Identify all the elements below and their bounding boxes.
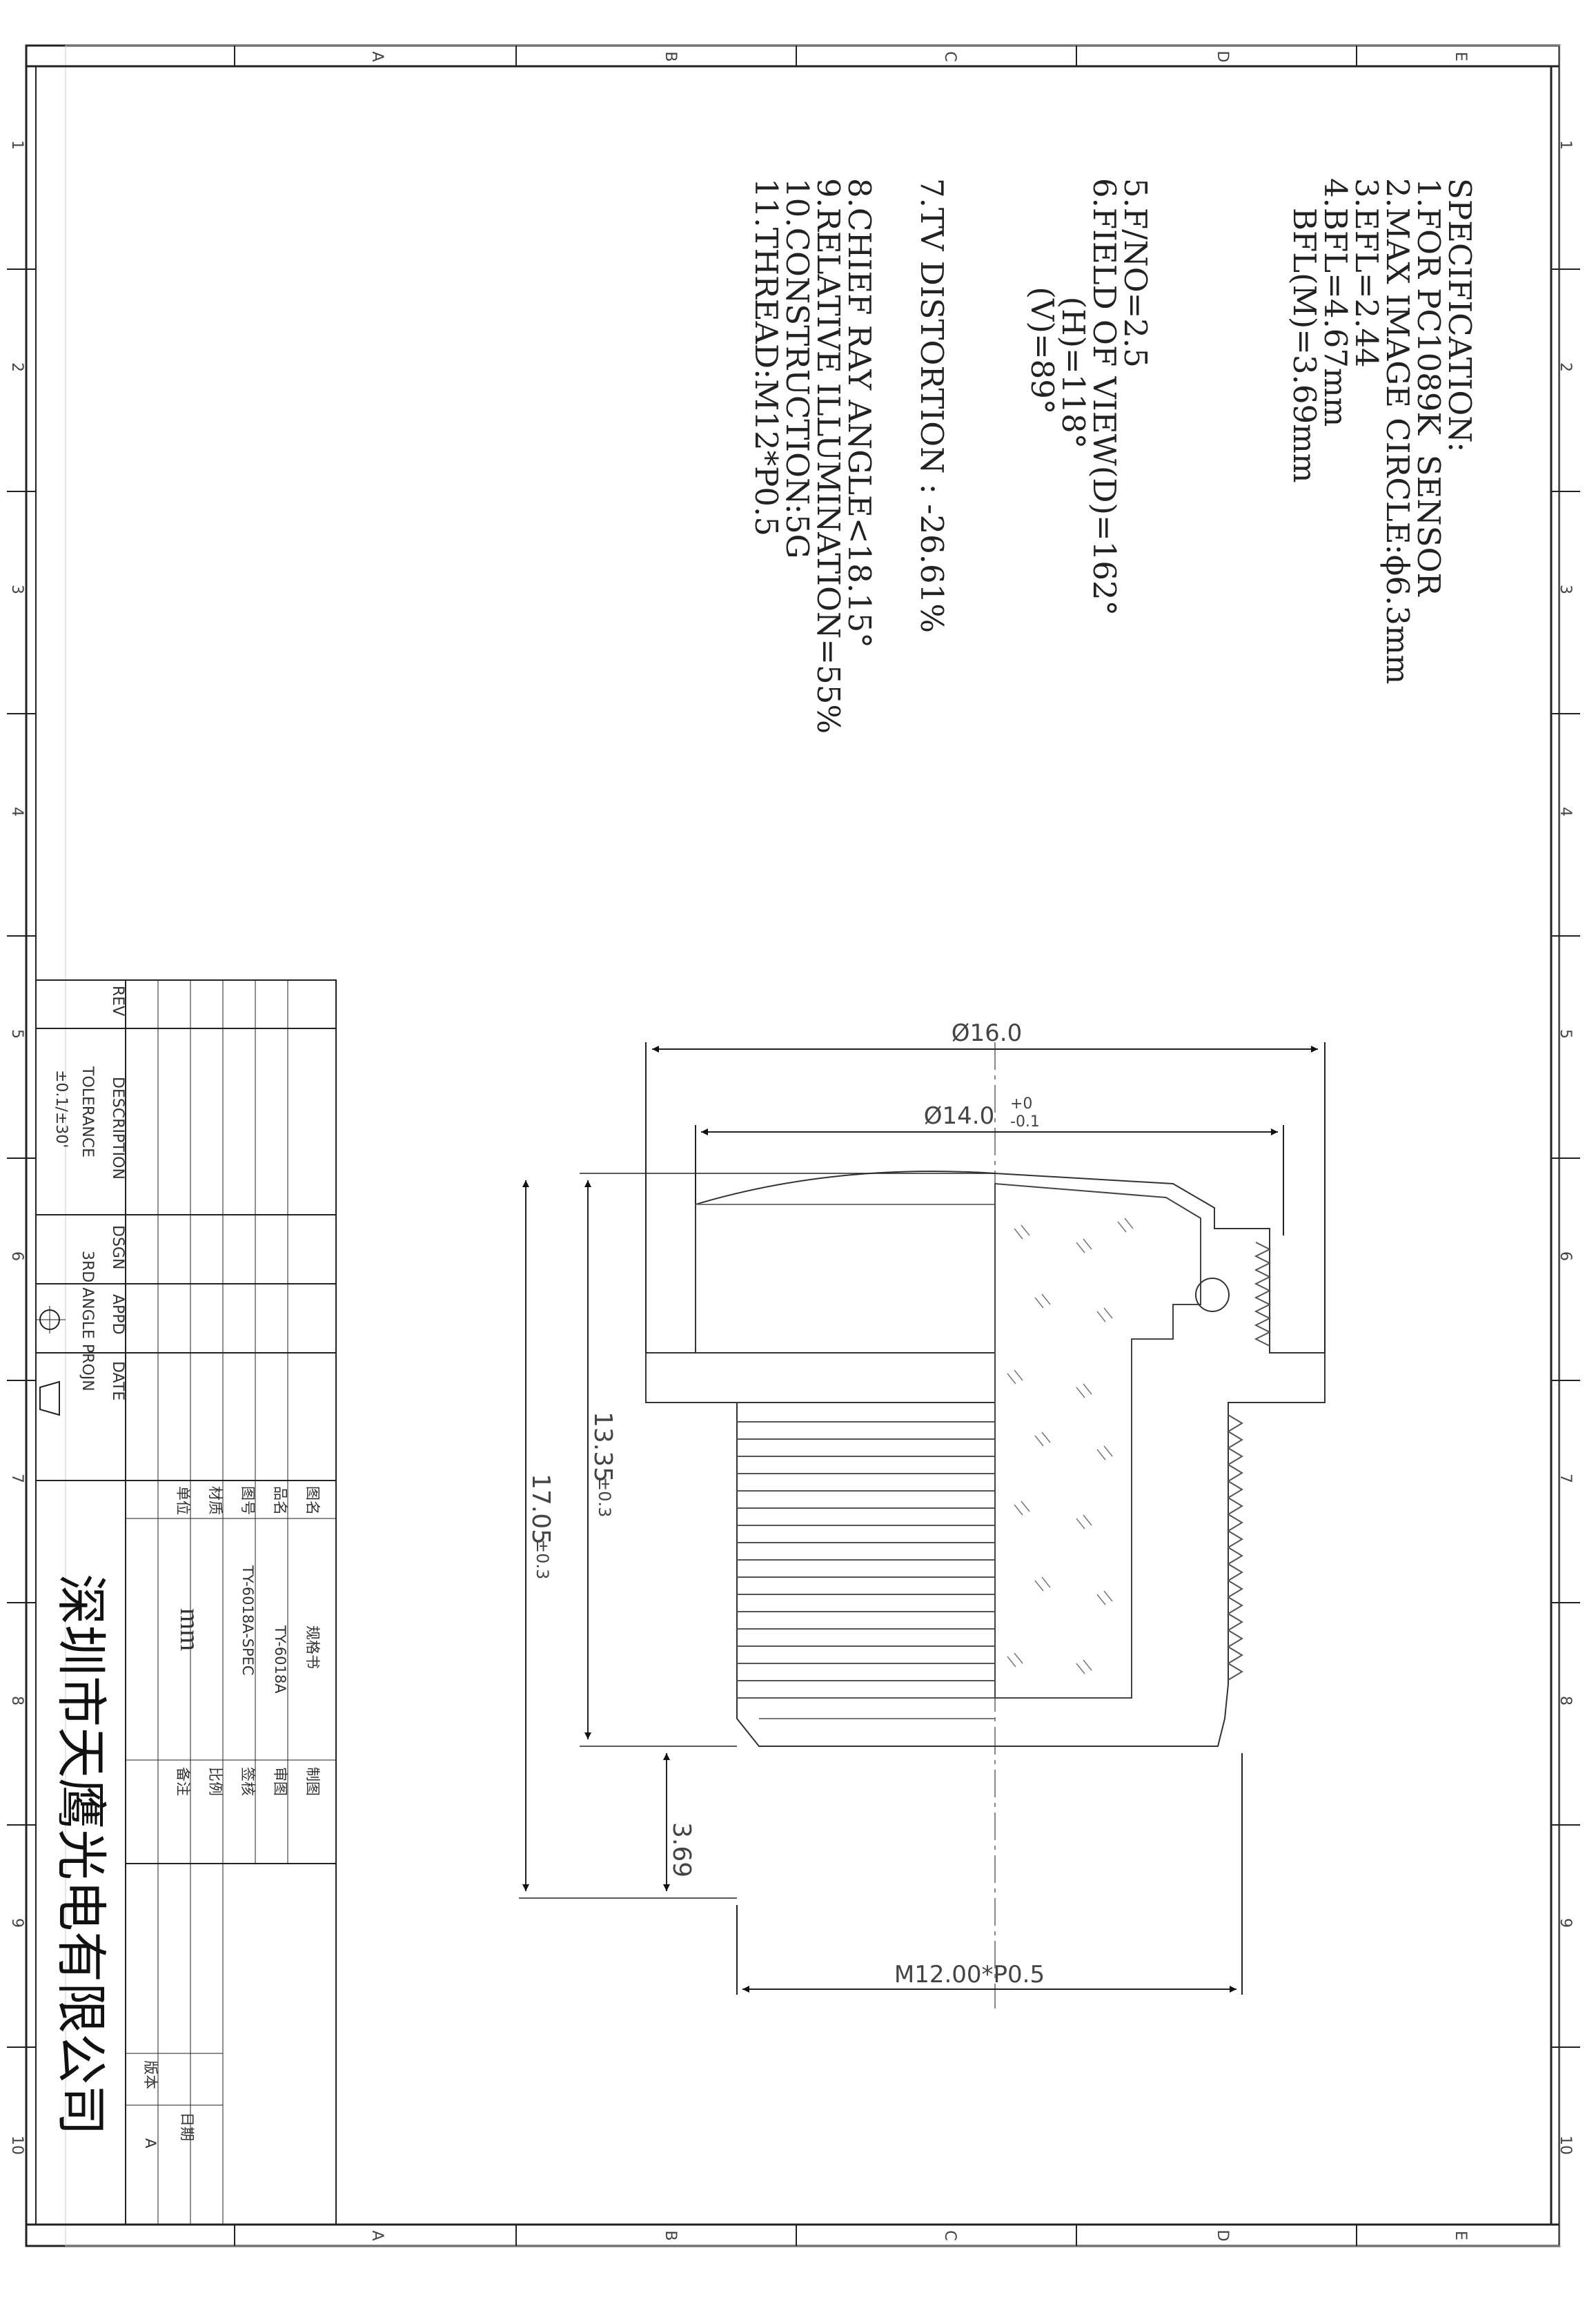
col-label-top-a: A [368,51,386,61]
spec-heading: SPECIFICATION: [1441,178,1478,452]
row-label-left-4: 4 [8,807,26,817]
title-label-qianhe: 签核 [239,1767,256,1796]
spec-line-1: 1.FOR PC1089K SENSOR [1410,178,1447,596]
title-label-bili: 比例 [207,1767,224,1796]
projection-label: 3RD ANGLE PROJN [79,1251,96,1391]
spec-line-6: 5.F/NO=2.5 [1117,178,1154,368]
title-label-danwei: 单位 [175,1486,191,1515]
company-name: 深圳市天鹰光电有限公司 [51,1574,110,2136]
row-label-right-7: 7 [1557,1474,1574,1483]
title-label-pinming: 品名 [272,1486,288,1515]
title-label-beizhu: 备注 [175,1767,191,1796]
title-label-tuming: 图名 [304,1486,321,1515]
row-label-right-2: 2 [1557,362,1574,372]
version-label: 版本 [142,2060,159,2089]
version-value: A [142,2138,159,2149]
dim-1705-label: 17.05 [526,1474,555,1545]
rev-header: REV [109,986,126,1016]
column-ticks [234,46,1357,2246]
dsgn-header: DSGN [109,1225,126,1269]
col-label-bottom-d: D [1214,2230,1231,2242]
dimension-labels: Ø16.0 Ø14.0 +0 -0.1 13.35 ±0.3 17.05 ±0.… [526,1019,1045,1989]
row-label-left-1: 1 [8,140,26,150]
spec-line-9: (V)=89° [1024,178,1061,414]
title-value-tuhao: TY-6018A-SPEC [239,1565,256,1676]
row-label-right-4: 4 [1557,807,1574,817]
title-block-texts: 图名 规格书 制图 品名 TY-6018A 审图 图号 TY-6018A-SPE… [51,1486,321,2149]
tolerance-label: TOLERANCE [79,1066,96,1157]
row-label-left-9: 9 [8,1918,26,1928]
row-label-left-7: 7 [8,1474,26,1483]
description-header: DESCRIPTION [109,1077,126,1180]
lens-cross-section [645,1042,1326,2009]
title-label-zhitu: 制图 [304,1767,321,1796]
col-label-bottom-c: C [941,2230,958,2240]
dim-d16-label: Ø16.0 [952,1019,1022,1047]
dim-1705-tolerance: ±0.3 [533,1539,552,1579]
dim-thread-label: M12.00*P0.5 [894,1961,1045,1989]
spec-line-8: (H)=118° [1055,178,1092,449]
dim-d14-upper-tolerance: +0 [1010,1095,1032,1113]
title-label-tuhao: 图号 [239,1486,256,1515]
title-block [125,1481,336,2225]
col-label-bottom-b: B [662,2230,679,2240]
row-label-left-8: 8 [8,1696,26,1706]
spec-line-7: 6.FIELD OF VIEW(D)=162° [1086,178,1123,616]
spec-line-3: 3.EFL=2.44 [1348,178,1385,368]
tolerance-value: ±0.1/±30' [52,1070,70,1148]
row-label-right-5: 5 [1557,1029,1574,1039]
revision-texts: REV DESCRIPTION DSGN APPD DATE TOLERANCE… [52,986,126,1400]
row-label-left-5: 5 [8,1029,26,1039]
row-ticks [7,268,1580,2048]
row-label-left-6: 6 [8,1251,26,1261]
row-label-right-10: 10 [1557,2136,1574,2155]
title-label-shentu: 审图 [272,1767,288,1796]
row-label-left-3: 3 [8,585,26,594]
row-label-left-10: 10 [8,2136,26,2155]
spec-line-2: 2.MAX IMAGE CIRCLE:ϕ6.3mm [1379,178,1416,684]
specification-block: SPECIFICATION: 1.FOR PC1089K SENSOR 2.MA… [748,178,1478,734]
row-label-right-9: 9 [1557,1918,1574,1928]
title-value-danwei: mm [175,1608,206,1651]
row-label-right-3: 3 [1557,585,1574,594]
col-label-top-e: E [1452,52,1469,61]
spec-line-12: 9.RELATIVE ILLUMINATION=55% [810,178,847,734]
title-value-pinming: TY-6018A [272,1625,288,1694]
date-label: 日期 [179,2112,195,2141]
spec-line-10: 7.TV DISTORTION : -26.61% [914,178,950,633]
revision-block [35,979,337,2225]
spec-line-11: 8.CHIEF RAY ANGLE<18.15° [841,178,878,648]
appd-header: APPD [109,1294,126,1335]
row-label-left-2: 2 [8,362,26,372]
spec-line-13: 10.CONSTRUCTION:5G [779,178,816,559]
date-header: DATE [109,1361,126,1400]
row-label-right-1: 1 [1557,140,1574,150]
col-label-top-c: C [941,51,958,61]
title-label-caizhi: 材质 [207,1486,224,1515]
dim-d14-lower-tolerance: -0.1 [1010,1113,1040,1131]
col-label-top-d: D [1214,51,1231,63]
row-label-right-6: 6 [1557,1251,1574,1261]
dimension-lines [519,1042,1326,1995]
col-label-top-b: B [662,51,679,61]
title-value-tuming: 规格书 [304,1625,321,1669]
col-label-bottom-e: E [1452,2231,1469,2240]
col-label-bottom-a: A [368,2230,386,2240]
dim-1335-tolerance: ±0.3 [595,1477,614,1517]
spec-line-5: BFL(M)=3.69mm [1286,178,1323,483]
spec-line-14: 11.THREAD:M12*P0.5 [748,178,785,536]
dim-1335-label: 13.35 [589,1411,617,1483]
dim-d14-label: Ø14.0 [924,1102,994,1130]
dim-369-label: 3.69 [667,1822,696,1877]
spec-line-4: 4.BFL=4.67mm [1317,178,1354,427]
row-label-right-8: 8 [1557,1696,1574,1706]
